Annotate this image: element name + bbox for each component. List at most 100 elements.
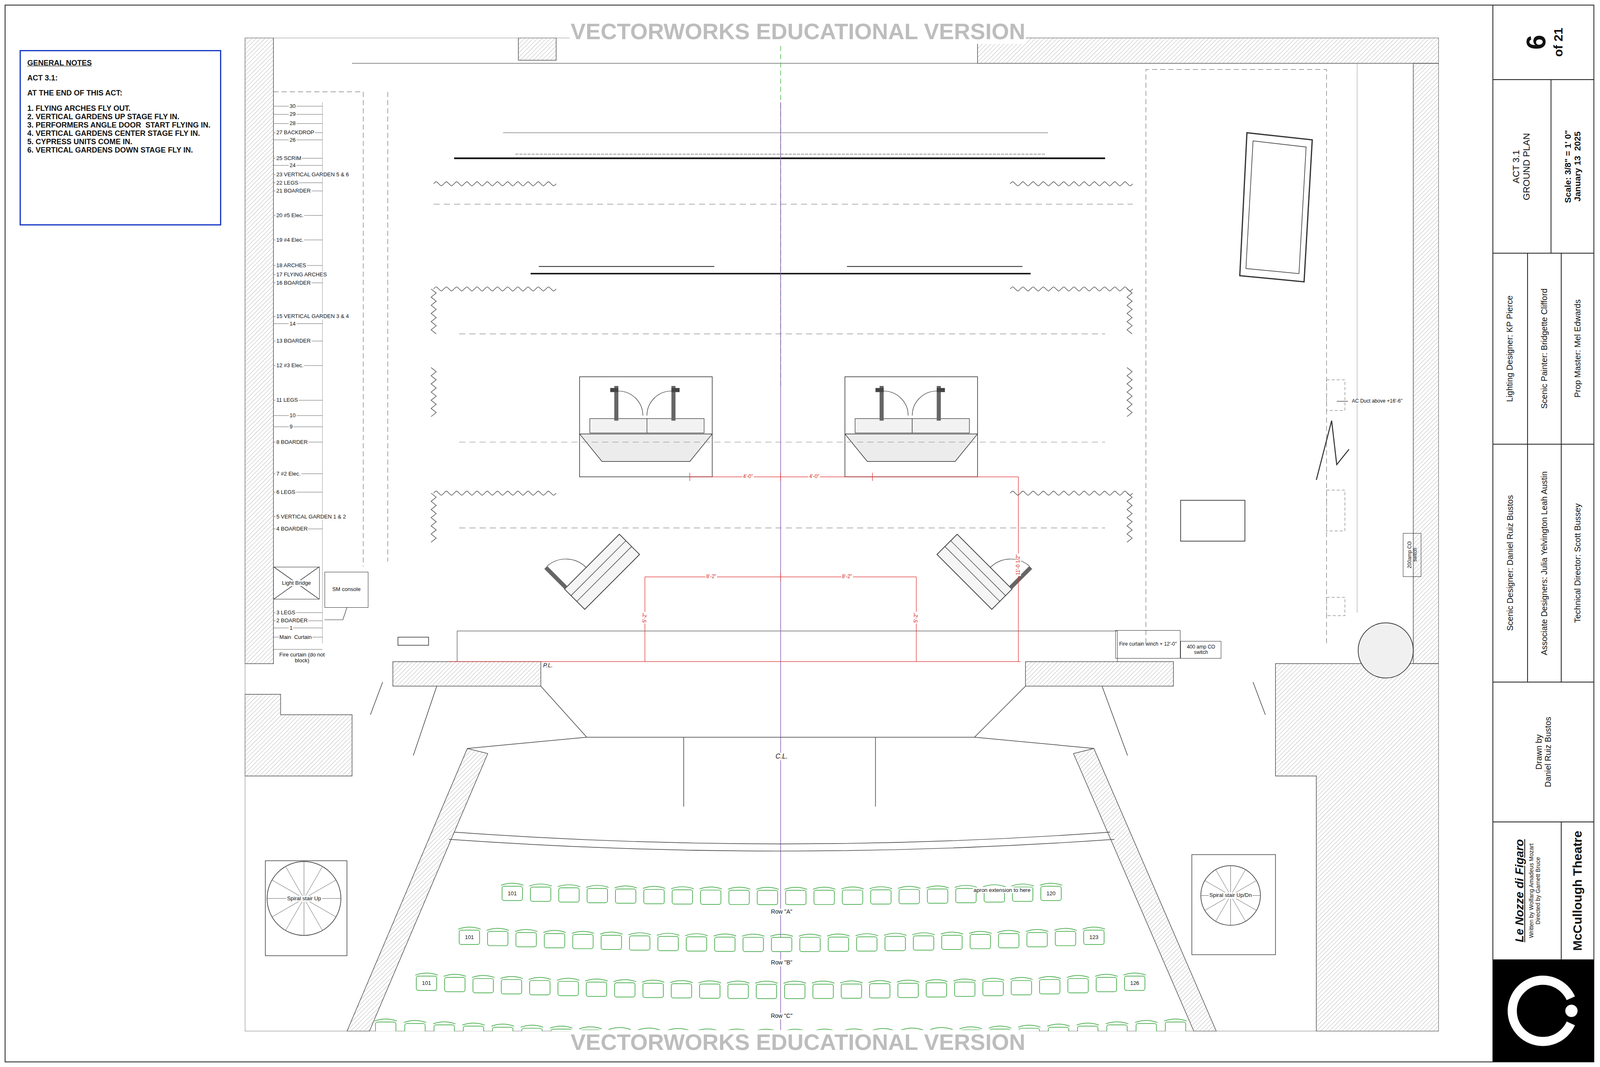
- house-wall: [1073, 748, 1217, 1032]
- seat: [374, 1018, 398, 1031]
- seat: [969, 931, 992, 949]
- apron-seam: [875, 737, 876, 807]
- seat: [415, 972, 438, 991]
- seat: [432, 1021, 456, 1032]
- console-cable: [324, 607, 348, 620]
- rotated-frame: Scale: 3/8" = 1' 0"January 13 2025: [1550, 79, 1594, 253]
- seat-cushion: [841, 983, 862, 998]
- seat: [443, 974, 467, 992]
- seat-cushion: [1136, 1023, 1157, 1032]
- seat: [543, 930, 566, 948]
- seat-cushion: [771, 937, 792, 952]
- seat-cushion: [1027, 932, 1048, 947]
- seat-back: [500, 976, 523, 979]
- plaster-line-label: P.L.: [542, 662, 554, 669]
- seat-back: [930, 1027, 953, 1030]
- stair-circle: [267, 861, 341, 935]
- seat-cushion: [487, 931, 508, 946]
- grid-line: [1527, 253, 1528, 683]
- box-label: 400 amp CO switch: [1181, 644, 1221, 656]
- title-block-cell: Le Nozze di FigaroWritten by Wolfang Ama…: [1492, 821, 1562, 960]
- border-line: [459, 527, 1105, 528]
- seat-back: [855, 933, 878, 936]
- backdrop-line: [502, 132, 1048, 133]
- seat: [897, 886, 921, 904]
- seat-cushion: [1039, 979, 1060, 994]
- seat-cushion: [530, 886, 551, 901]
- seat: [486, 927, 510, 946]
- seat-number: 123: [1088, 934, 1100, 940]
- angle-door-unit: [937, 513, 1033, 610]
- grid-line: [1492, 681, 1594, 683]
- arches-line: [847, 265, 1023, 267]
- callout-note: apron extension to here: [972, 887, 1032, 893]
- title-block-text: Lighting Designer: KP Pierce: [1505, 295, 1515, 402]
- seat: [1047, 1023, 1070, 1031]
- seat: [600, 931, 623, 950]
- angle-door-unit: [544, 513, 640, 610]
- lineset-label: 24: [288, 162, 297, 169]
- gallery-line: [1357, 63, 1358, 613]
- stair-tread: [304, 898, 323, 931]
- stair-stub: [1358, 622, 1414, 678]
- seat-back: [515, 929, 538, 932]
- border-line: [459, 333, 1105, 334]
- seat-cushion: [913, 935, 934, 950]
- title-block-cell: Scale: 3/8" = 1' 0"January 13 2025: [1550, 79, 1594, 253]
- lineset-tick: [273, 165, 323, 166]
- stair-tread: [303, 898, 305, 936]
- seat-back: [783, 980, 807, 983]
- seat-back: [812, 980, 835, 983]
- seat-cushion: [615, 888, 636, 903]
- seat-back: [925, 979, 948, 982]
- title-block-text: McCullough Theatre: [1570, 830, 1585, 951]
- dimension: 5'-2": [642, 611, 648, 624]
- seat-back: [869, 886, 893, 889]
- lineset-label: 11 LEGS: [275, 397, 299, 403]
- lineset-tick: [273, 323, 323, 324]
- seat-back: [374, 1018, 398, 1021]
- seat-back: [699, 886, 723, 889]
- seat-back: [614, 885, 638, 888]
- platform-unit: [845, 376, 978, 477]
- lineset-tick: [273, 426, 323, 428]
- title-block-cell: Scenic Designer: Daniel Ruiz Bustos: [1492, 444, 1528, 683]
- seat: [1076, 1022, 1100, 1032]
- seat-cushion: [643, 889, 665, 904]
- dashed-limit: [273, 91, 364, 567]
- seat-back: [685, 933, 708, 936]
- rotated-frame: Scenic Painter: Bridgette Clifford: [1527, 253, 1562, 445]
- seat-back: [982, 884, 1006, 887]
- door-swing: [1102, 685, 1128, 756]
- seat-cushion: [521, 1027, 543, 1031]
- lineset-label: 25 SCRIM: [275, 155, 303, 162]
- seat-cushion: [444, 977, 465, 992]
- title-block-text: 6: [1521, 35, 1552, 50]
- rotated-frame: Lighting Designer: KP Pierce: [1492, 253, 1528, 445]
- seat-number: 101: [507, 890, 518, 896]
- seat-cushion: [1040, 885, 1062, 900]
- seat-back: [1017, 1025, 1041, 1028]
- note-text: 5. CYPRESS UNITS COME IN.: [27, 137, 133, 146]
- seat: [1105, 1021, 1129, 1032]
- seat-back: [1066, 975, 1090, 978]
- title-block-text: Associate Designers: Julia Yelvington Le…: [1539, 470, 1549, 655]
- seat: [529, 883, 553, 902]
- seat: [1038, 976, 1061, 994]
- seat: [1066, 975, 1090, 993]
- lineset-label: 22 LEGS: [275, 179, 300, 186]
- logo-ground: [1492, 959, 1594, 1062]
- seat: [458, 926, 481, 945]
- center-line: [780, 102, 781, 1031]
- title-block-cell: Associate Designers: Julia Yelvington Le…: [1527, 444, 1562, 683]
- logo-dot: [1565, 1004, 1578, 1017]
- grid-line: [1560, 253, 1562, 683]
- seat-back: [529, 883, 553, 886]
- lineset-label: 30: [288, 103, 297, 110]
- seat: [883, 932, 907, 951]
- seat-cushion: [1011, 980, 1032, 995]
- seat: [1082, 926, 1105, 945]
- seat-cushion: [885, 936, 906, 951]
- sm-console-box: SM console: [324, 571, 369, 608]
